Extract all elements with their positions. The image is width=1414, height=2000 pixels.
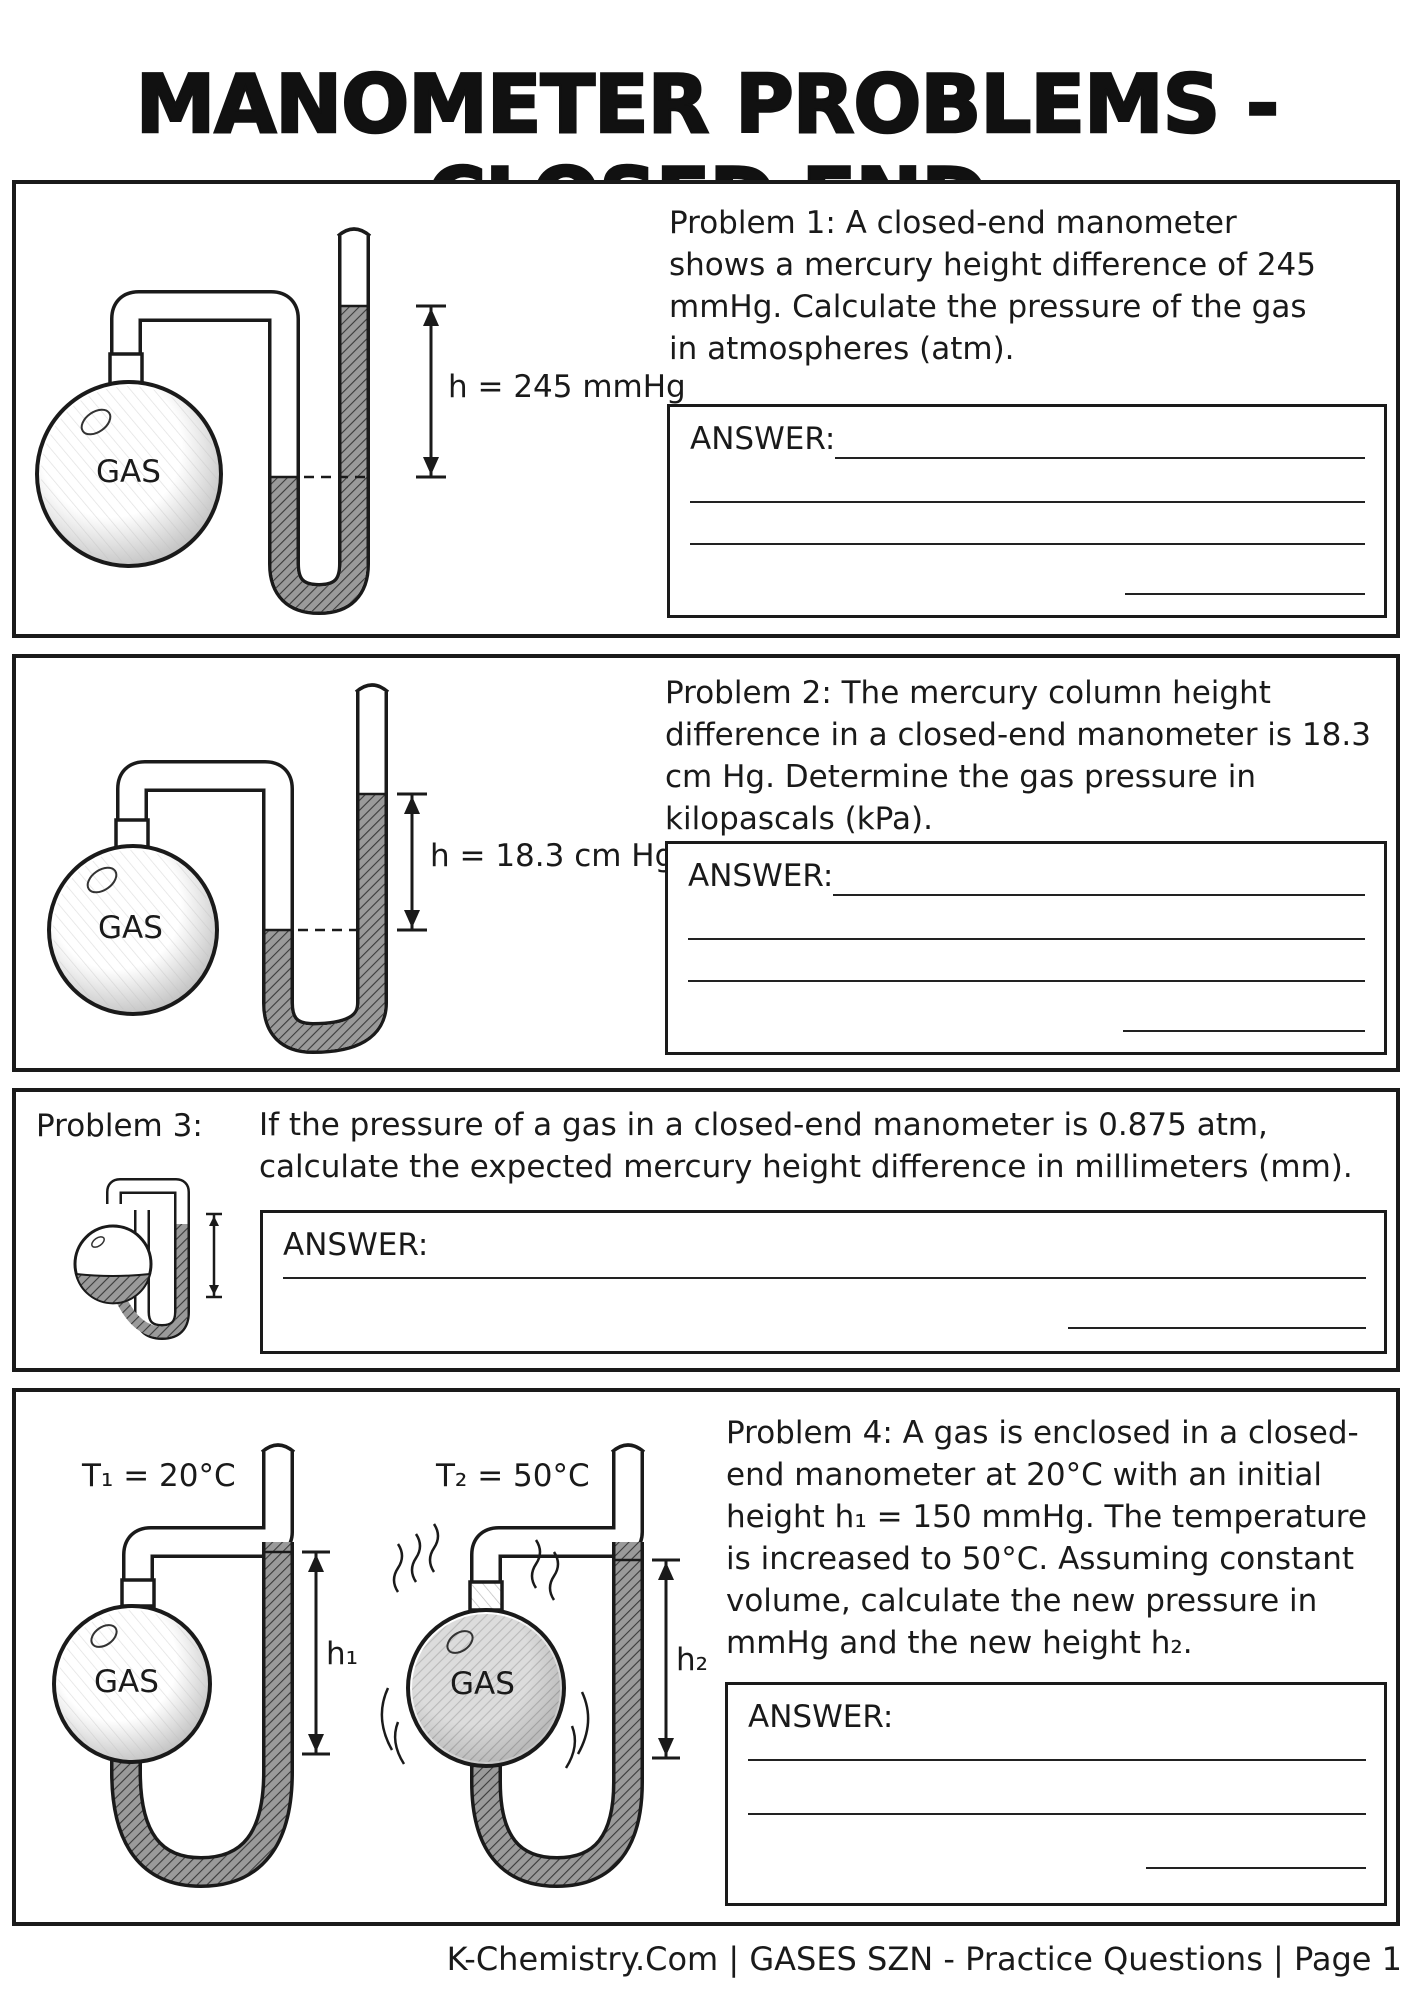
bulb-label: GAS xyxy=(94,1664,159,1700)
answer-label: ANSWER: xyxy=(283,1227,429,1263)
answer-line xyxy=(688,980,1365,982)
answer-line xyxy=(688,938,1365,940)
answer-line xyxy=(835,457,1365,459)
answer-label: ANSWER: xyxy=(690,421,836,457)
problem-3-heading: Problem 3: xyxy=(36,1108,203,1144)
height-label: h = 245 mmHg xyxy=(448,369,686,405)
bulb-label: GAS xyxy=(96,454,161,490)
bulb-label: GAS xyxy=(98,910,163,946)
answer-line xyxy=(1146,1867,1366,1869)
answer-line xyxy=(690,543,1365,545)
answer-line xyxy=(283,1277,1366,1279)
answer-line xyxy=(748,1759,1366,1761)
answer-line xyxy=(1125,593,1365,595)
answer-box-2[interactable]: ANSWER: xyxy=(665,841,1387,1055)
problem-1-panel: GAS h = 245 mmHg Problem 1: A closed-end… xyxy=(12,180,1400,638)
problem-3-text: If the pressure of a gas in a closed-end… xyxy=(259,1107,1353,1185)
problem-2-panel: GAS h = 18.3 cm Hg Problem 2: The mercur… xyxy=(12,654,1400,1072)
answer-line xyxy=(1068,1327,1366,1329)
problem-1-text: Problem 1: A closed-end manometer shows … xyxy=(669,205,1316,367)
manometer-figure-2 xyxy=(47,683,427,1054)
h1-label: h₁ xyxy=(326,1636,359,1672)
problem-2-text: Problem 2: The mercury column height dif… xyxy=(665,675,1371,837)
problem-3-panel: Problem 3: If the pressure of a gas in a… xyxy=(12,1088,1400,1372)
answer-line xyxy=(833,894,1365,896)
manometer-figure-4 xyxy=(52,1443,680,1888)
problem-4-text: Problem 4: A gas is enclosed in a closed… xyxy=(726,1415,1367,1661)
answer-line xyxy=(1123,1030,1365,1032)
answer-box-4[interactable]: ANSWER: xyxy=(725,1682,1387,1906)
answer-box-3[interactable]: ANSWER: xyxy=(260,1210,1387,1354)
answer-line xyxy=(690,501,1365,503)
problem-4-panel: T₁ = 20°C T₂ = 50°C GAS GAS h₁ h₂ Proble… xyxy=(12,1388,1400,1926)
bulb-label: GAS xyxy=(450,1666,515,1702)
t1-label: T₁ = 20°C xyxy=(82,1458,236,1494)
manometer-figure-1 xyxy=(35,227,446,615)
h2-label: h₂ xyxy=(676,1642,709,1678)
answer-line xyxy=(748,1813,1366,1815)
answer-box-1[interactable]: ANSWER: xyxy=(667,404,1387,618)
answer-label: ANSWER: xyxy=(748,1699,894,1735)
page-footer: K-Chemistry.Com | GASES SZN - Practice Q… xyxy=(446,1940,1402,1978)
t2-label: T₂ = 50°C xyxy=(436,1458,590,1494)
answer-label: ANSWER: xyxy=(688,858,834,894)
height-label: h = 18.3 cm Hg xyxy=(430,838,675,874)
manometer-figure-3 xyxy=(73,1178,222,1340)
